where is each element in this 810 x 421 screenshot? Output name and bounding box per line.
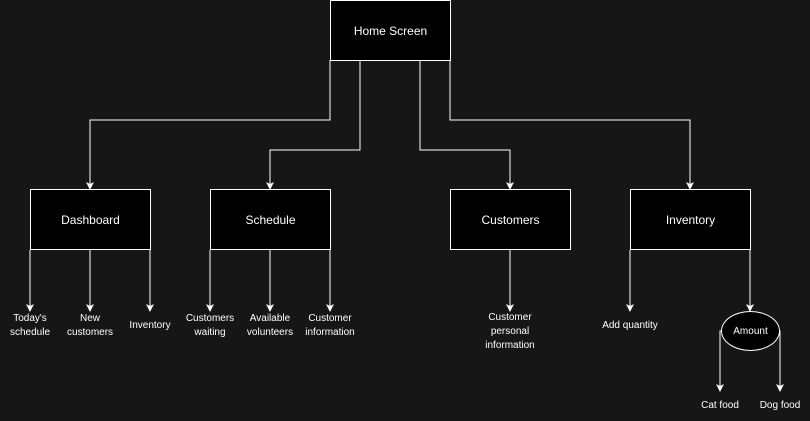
dog-food-label: Dog food — [759, 400, 801, 411]
schedule-label: Schedule — [245, 212, 296, 227]
home-screen-label: Home Screen — [353, 23, 428, 38]
edge-home-schedule — [266, 60, 361, 190]
cat-food-label: Cat food — [701, 400, 739, 411]
edge-home-customers — [419, 60, 514, 190]
todays-schedule-label: Today's schedule — [9, 313, 51, 338]
customers-node: Customers — [450, 189, 571, 250]
customer-personal-information-label: Customer personal information — [485, 312, 535, 351]
inventory-label: Inventory — [665, 212, 716, 227]
customers-label: Customers — [481, 212, 540, 227]
dashboard-node: Dashboard — [30, 189, 151, 250]
amount-label: Amount — [733, 325, 768, 337]
customers-waiting-label: Customers waiting — [185, 313, 235, 338]
schedule-node: Schedule — [210, 189, 331, 250]
amount-node: Amount — [721, 311, 780, 351]
edge-amount-catfood — [716, 330, 724, 392]
edge-amount-dogfood — [776, 330, 784, 392]
edge-home-inventory — [449, 60, 694, 190]
customer-information-label: Customer information — [305, 313, 355, 338]
inventory-node: Inventory — [630, 189, 751, 250]
edge-home-dashboard — [86, 60, 331, 190]
available-volunteers-label: Available volunteers — [246, 313, 294, 338]
home-screen-node: Home Screen — [330, 0, 451, 61]
new-customers-label: New customers — [66, 313, 114, 338]
dashboard-label: Dashboard — [61, 212, 120, 227]
add-quantity-label: Add quantity — [602, 320, 658, 331]
dashboard-inventory-label: Inventory — [129, 320, 171, 331]
